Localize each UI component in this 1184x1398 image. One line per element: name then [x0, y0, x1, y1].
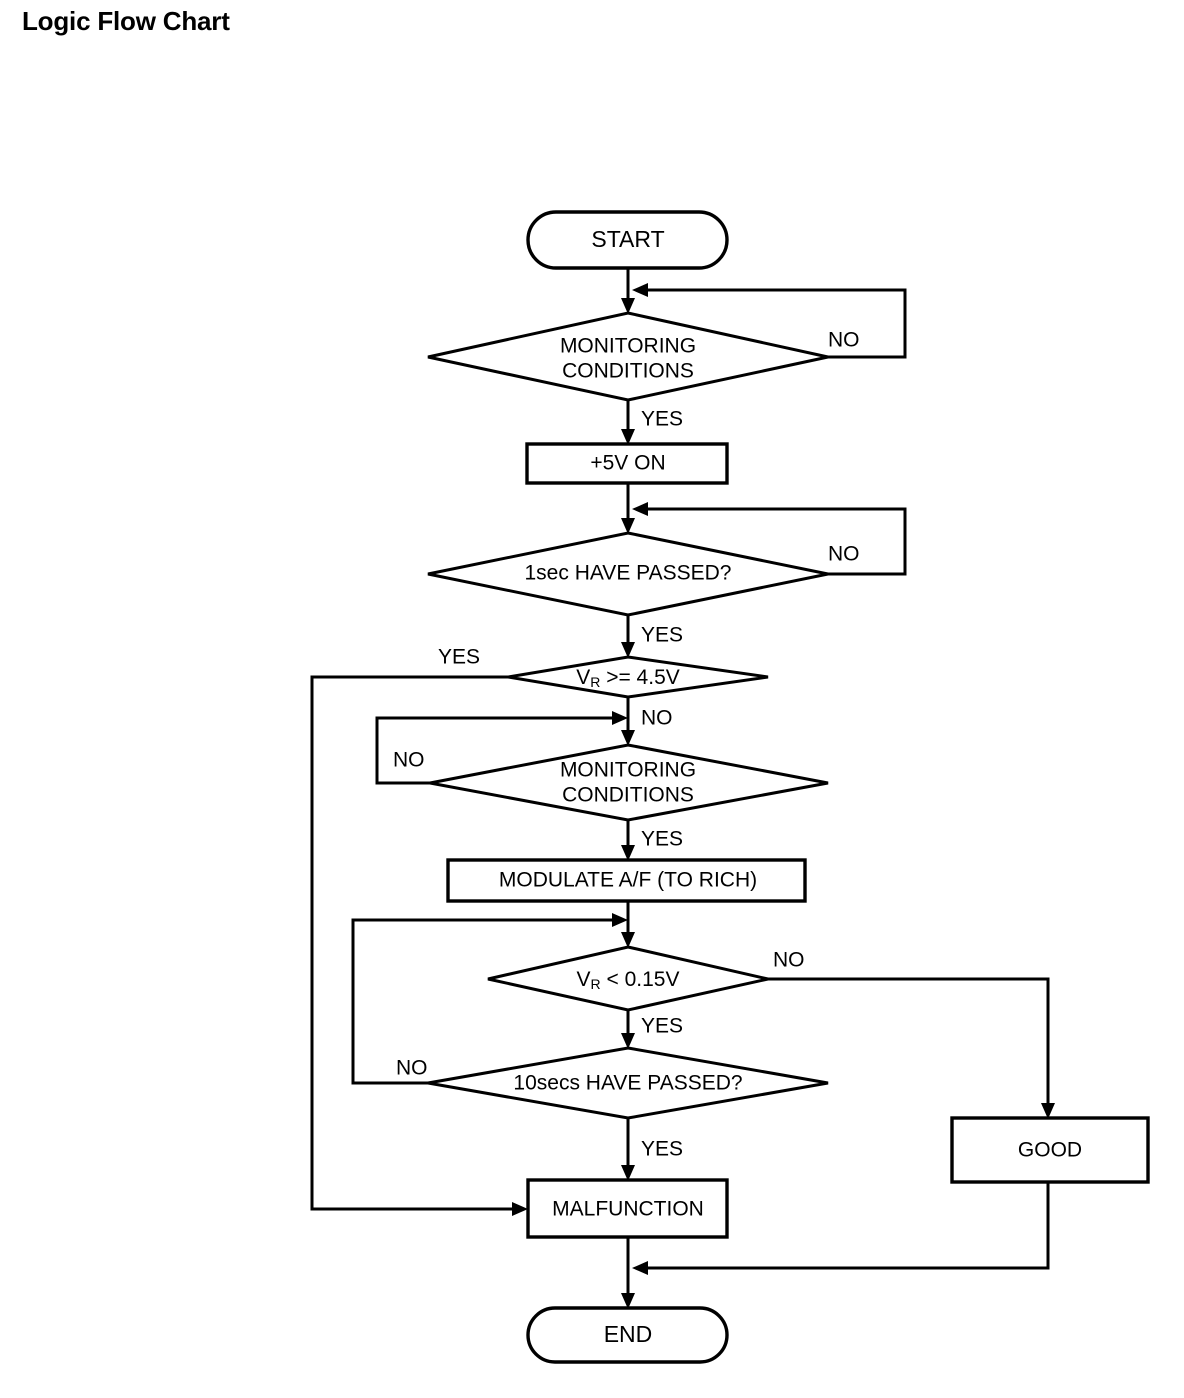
branch-label-sec10-yes: YES	[641, 1138, 683, 1161]
node-monitoring-conditions-2-line1: MONITORING	[560, 759, 696, 782]
branch-label-sec1-no: NO	[828, 543, 860, 566]
node-end[interactable]: END	[526, 1306, 729, 1364]
node-good[interactable]: GOOD	[950, 1116, 1150, 1184]
edge-sec10-no-loop	[351, 913, 628, 1085]
edge-v5on-to-sec1	[621, 483, 635, 534]
edge-mon2-yes-to-modulate	[621, 820, 635, 861]
branch-label-mon2-yes: YES	[641, 828, 683, 851]
edge-vr45-yes-to-malfunction	[310, 675, 528, 1216]
edge-good-to-end	[632, 1182, 1050, 1275]
vr-ge-subscript: R	[590, 674, 600, 690]
edge-mon2-no-loop	[375, 711, 628, 785]
branch-label-sec1-yes: YES	[641, 624, 683, 647]
vr-ge-suffix: >= 4.5V	[600, 666, 679, 689]
edge-start-to-mon1	[621, 268, 635, 314]
branch-label-sec10-no: NO	[396, 1057, 428, 1080]
node-start[interactable]: START	[526, 210, 729, 270]
node-plus-5v-on[interactable]: +5V ON	[525, 442, 729, 485]
node-malfunction[interactable]: MALFUNCTION	[526, 1178, 729, 1239]
edge-sec1-yes-to-vr45	[621, 615, 635, 658]
node-monitoring-conditions-2[interactable]: MONITORING CONDITIONS	[429, 743, 829, 822]
node-monitoring-conditions-1[interactable]: MONITORING CONDITIONS	[427, 311, 829, 402]
branch-label-vr015-yes: YES	[641, 1015, 683, 1038]
edge-mon1-no-loop	[632, 283, 907, 359]
branch-label-vr015-no: NO	[773, 949, 805, 972]
branch-label-vr45-yes: YES	[438, 646, 480, 669]
node-start-label: START	[591, 226, 664, 252]
node-monitoring-conditions-1-line1: MONITORING	[560, 335, 696, 358]
edge-sec1-no-loop	[632, 502, 907, 576]
edge-vr015-yes-to-sec10	[621, 1010, 635, 1049]
node-vr-lt-0-15v-label: VR < 0.15V	[577, 968, 680, 992]
node-modulate-af-label: MODULATE A/F (TO RICH)	[499, 869, 757, 892]
node-monitoring-conditions-2-line2: CONDITIONS	[562, 784, 694, 807]
node-1sec-have-passed-label: 1sec HAVE PASSED?	[525, 562, 732, 585]
edge-mon1-yes-to-v5on	[621, 400, 635, 445]
edge-vr015-no-to-good	[768, 977, 1055, 1119]
node-monitoring-conditions-1-line2: CONDITIONS	[562, 360, 694, 383]
node-malfunction-label: MALFUNCTION	[552, 1198, 704, 1221]
node-plus-5v-on-label: +5V ON	[590, 452, 665, 475]
branch-label-mon1-no: NO	[828, 329, 860, 352]
node-vr-lt-0-15v[interactable]: VR < 0.15V	[487, 945, 769, 1012]
edge-vr45-no-to-mon2	[621, 697, 635, 746]
node-good-label: GOOD	[1018, 1139, 1082, 1162]
branch-label-vr45-no: NO	[641, 707, 673, 730]
branch-label-mon2-no: NO	[393, 749, 425, 772]
node-1sec-have-passed[interactable]: 1sec HAVE PASSED?	[427, 531, 829, 617]
vr-lt-subscript: R	[591, 976, 601, 992]
edge-sec10-yes-to-malfunction	[621, 1118, 635, 1181]
branch-label-mon1-yes: YES	[641, 408, 683, 431]
node-10secs-have-passed-label: 10secs HAVE PASSED?	[513, 1072, 742, 1095]
edge-malfunction-to-end	[621, 1237, 635, 1309]
page-title: Logic Flow Chart	[22, 6, 230, 36]
node-vr-ge-4-5v[interactable]: VR >= 4.5V	[507, 655, 769, 699]
edge-modulate-to-vr015	[621, 901, 635, 948]
vr-lt-prefix: V	[577, 968, 591, 991]
node-modulate-af[interactable]: MODULATE A/F (TO RICH)	[446, 858, 807, 903]
node-10secs-have-passed[interactable]: 10secs HAVE PASSED?	[427, 1046, 829, 1120]
node-end-label: END	[604, 1321, 653, 1347]
vr-ge-prefix: V	[576, 666, 590, 689]
node-vr-ge-4-5v-label: VR >= 4.5V	[576, 666, 680, 690]
vr-lt-suffix: < 0.15V	[601, 968, 680, 991]
